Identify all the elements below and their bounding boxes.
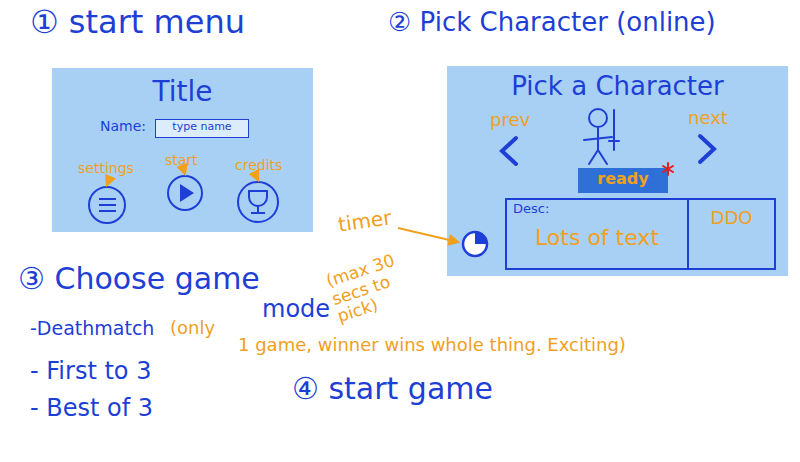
list-item: - First to 3 (30, 358, 151, 386)
clock-wedge (475, 232, 487, 244)
screen-panel: Pick a Character readyDesc: Lots of text DD… (447, 66, 788, 276)
button-caption: start (165, 152, 198, 168)
start-icon (168, 176, 202, 210)
trophy-base (251, 212, 265, 214)
step-heading: mode (262, 296, 330, 324)
step-heading: ③ Choose game (18, 262, 260, 297)
next-chevron (700, 136, 714, 162)
figure-leg (598, 150, 607, 164)
description-box: Desc: Lots of text (505, 198, 689, 270)
list-item: - Best of 3 (30, 395, 153, 423)
annotation: 1 game, winner wins whole thing. Excitin… (238, 335, 626, 356)
sword-blade (613, 110, 615, 150)
node-heading: Title (52, 76, 313, 108)
menu-line (99, 210, 116, 212)
play-triangle (180, 184, 194, 202)
stats-box: DDO (687, 198, 776, 270)
credits-icon (238, 182, 278, 222)
step-heading: ② Pick Character (online) (388, 8, 716, 38)
list-item: -Deathmatch (30, 318, 154, 340)
annotation: (max 30 secs to pick) (324, 242, 436, 326)
button-caption: settings (78, 160, 134, 176)
pointer-arrow (184, 171, 185, 174)
ready-button: ready (578, 168, 668, 193)
menu-line (99, 204, 116, 206)
icon-circle (238, 182, 278, 222)
timer-clock (463, 232, 487, 256)
step-heading: ④ start game (292, 372, 493, 407)
screen-panel: Title type name (52, 68, 313, 232)
node-heading: Pick a Character (447, 72, 788, 102)
pointer-arrow (107, 180, 109, 185)
node-heading: ready (578, 170, 668, 188)
figure-arms (584, 137, 612, 140)
node-heading: Desc: (513, 202, 681, 217)
annotation: timer (337, 206, 393, 236)
sword-guard (609, 140, 619, 142)
field-label: Name: (100, 118, 146, 134)
node-body: Lots of text (511, 225, 683, 250)
figure-head (589, 109, 607, 127)
red-asterisk (663, 163, 673, 175)
node-heading: DDO (693, 208, 770, 229)
asterisk-stroke (663, 166, 673, 172)
icon-circle (89, 187, 125, 223)
nav-caption: prev (490, 110, 530, 131)
node-heading: type name (156, 121, 248, 134)
trophy-stem (257, 206, 259, 212)
trophy-cup (249, 191, 267, 206)
menu-line (99, 198, 116, 200)
stick-figure (584, 109, 619, 164)
prev-chevron (502, 138, 516, 164)
asterisk-stroke (663, 166, 673, 172)
timer-arrow (398, 228, 458, 242)
step-heading: ① start menu (30, 4, 245, 41)
nav-caption: next (688, 108, 728, 129)
figure-leg (589, 150, 598, 164)
settings-icon (89, 187, 125, 223)
name-input: type name (155, 119, 249, 138)
clock-face (463, 232, 487, 256)
annotation: (only (170, 318, 215, 339)
pointer-arrow (256, 176, 258, 180)
icon-circle (168, 176, 202, 210)
button-caption: credits (235, 157, 282, 173)
